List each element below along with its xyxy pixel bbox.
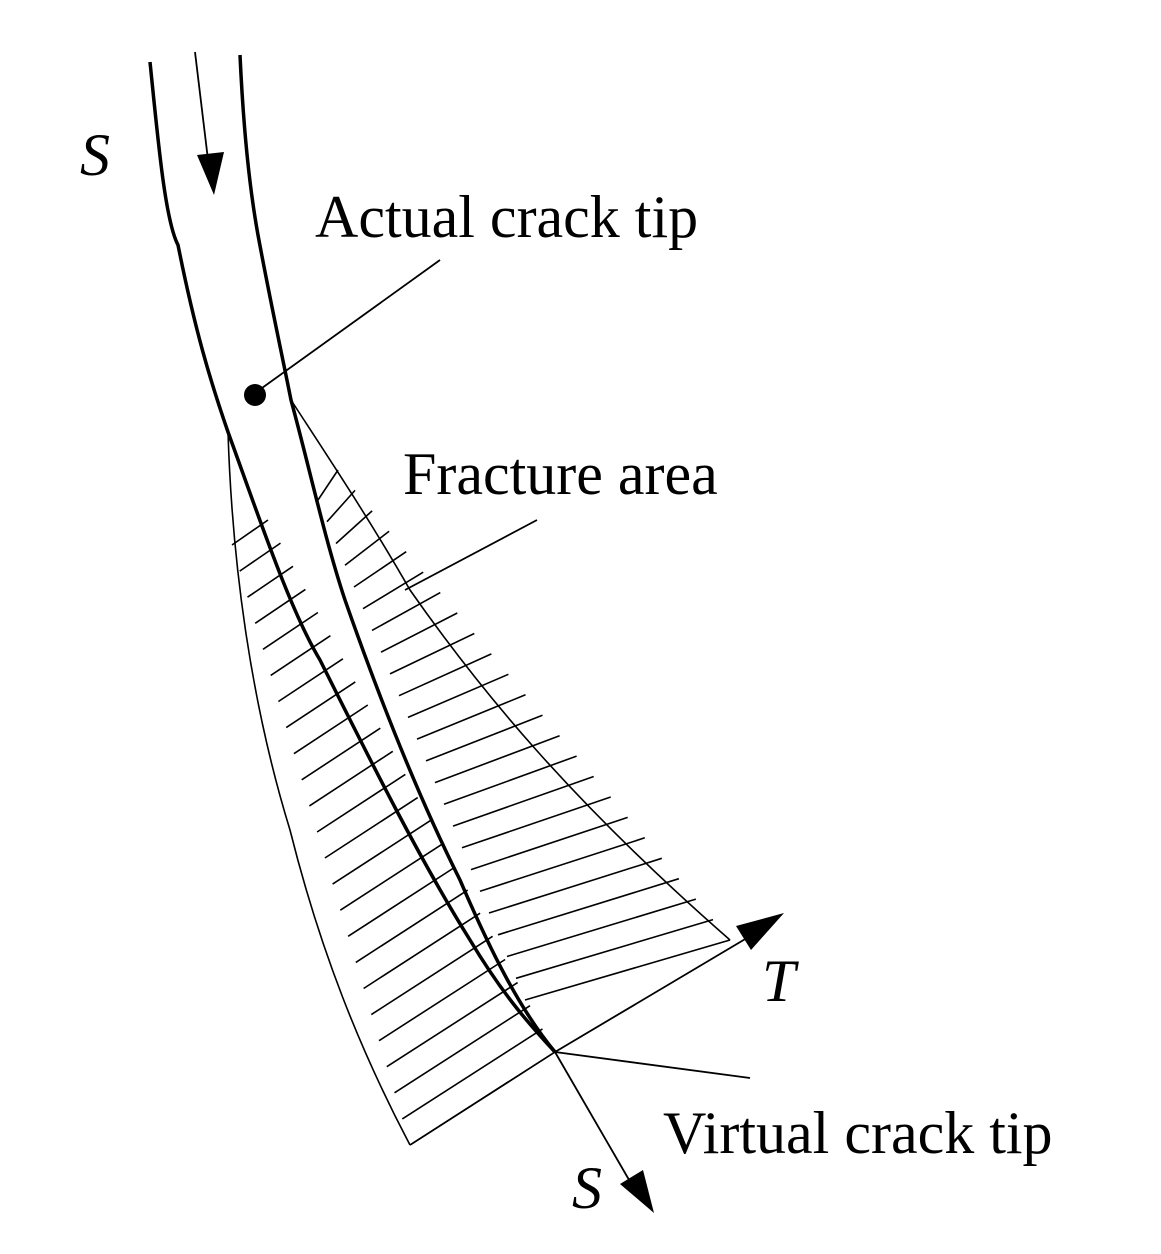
- hatch-line: [301, 727, 381, 781]
- hatch-line: [277, 658, 344, 703]
- hatch-line: [363, 912, 481, 990]
- hatch-line: [425, 714, 543, 762]
- s-label-top: S: [80, 122, 110, 188]
- hatch-line: [434, 734, 560, 784]
- hatch-line: [497, 877, 680, 936]
- fracture-area-hatching: [231, 469, 731, 1146]
- hatch-line: [332, 820, 431, 885]
- hatch-line: [398, 653, 492, 697]
- hatch-line: [370, 935, 494, 1016]
- hatch-line: [262, 611, 319, 650]
- hatch-line: [247, 565, 294, 598]
- hatch-line: [479, 837, 646, 893]
- hatch-line: [407, 673, 509, 719]
- actual-crack-tip-dot: [244, 384, 266, 406]
- hatch-line: [308, 750, 394, 807]
- hatch-line: [324, 796, 419, 859]
- hatch-line: [443, 755, 577, 806]
- fracture-zone-outer-left-boundary: [227, 431, 411, 1146]
- crack-right-wall: [238, 54, 557, 1054]
- hatch-line: [285, 681, 356, 729]
- hatch-line: [386, 981, 519, 1068]
- s-label-bottom: S: [572, 1155, 602, 1221]
- hatch-line: [371, 591, 441, 632]
- hatch-line: [506, 898, 697, 958]
- hatch-line: [394, 1005, 531, 1094]
- hatch-line: [355, 889, 469, 964]
- fracture-zone-bottom-boundary: [409, 1051, 556, 1146]
- hatch-line: [335, 510, 373, 545]
- t-axis-line: [554, 934, 753, 1053]
- hatch-line: [317, 469, 339, 501]
- s-axis-arrowhead: [620, 1170, 654, 1213]
- fracture-area-leader: [404, 519, 538, 591]
- fracture-area-label: Fracture area: [403, 441, 718, 507]
- virtual-crack-tip-label: Virtual crack tip: [663, 1100, 1053, 1166]
- hatch-line: [270, 635, 331, 677]
- hatch-line: [416, 694, 526, 740]
- hatch-line: [316, 773, 406, 833]
- hatch-line: [389, 632, 475, 675]
- virtual-crack-tip-leader: [554, 1051, 751, 1079]
- hatch-line: [524, 939, 731, 1001]
- hatch-line: [380, 612, 458, 653]
- t-axis-label: T: [762, 948, 799, 1014]
- hatch-line: [339, 843, 444, 911]
- fracture-zone-outer-right-boundary: [290, 399, 731, 941]
- hatch-line: [239, 542, 281, 572]
- actual-crack-tip-label: Actual crack tip: [315, 184, 698, 250]
- hatch-line: [515, 918, 714, 980]
- hatch-line: [293, 704, 369, 755]
- crack-left-wall: [148, 61, 557, 1054]
- hatch-line: [347, 866, 456, 937]
- s-direction-arrow-top-head: [197, 152, 224, 195]
- actual-crack-tip-leader: [261, 259, 441, 389]
- hatch-line: [254, 588, 306, 624]
- s-direction-arrow-top-shaft: [194, 51, 210, 169]
- hatch-line: [378, 958, 506, 1042]
- hatch-line: [452, 775, 594, 827]
- hatch-line: [488, 857, 663, 914]
- hatch-line: [470, 816, 628, 871]
- t-axis-arrowhead: [736, 913, 784, 950]
- s-axis-line: [554, 1051, 633, 1186]
- hatch-line: [344, 530, 390, 566]
- hatch-line: [362, 571, 424, 610]
- hatch-line: [461, 796, 611, 849]
- hatch-line: [401, 1028, 543, 1120]
- hatch-line: [353, 551, 407, 588]
- hatch-line: [326, 489, 356, 523]
